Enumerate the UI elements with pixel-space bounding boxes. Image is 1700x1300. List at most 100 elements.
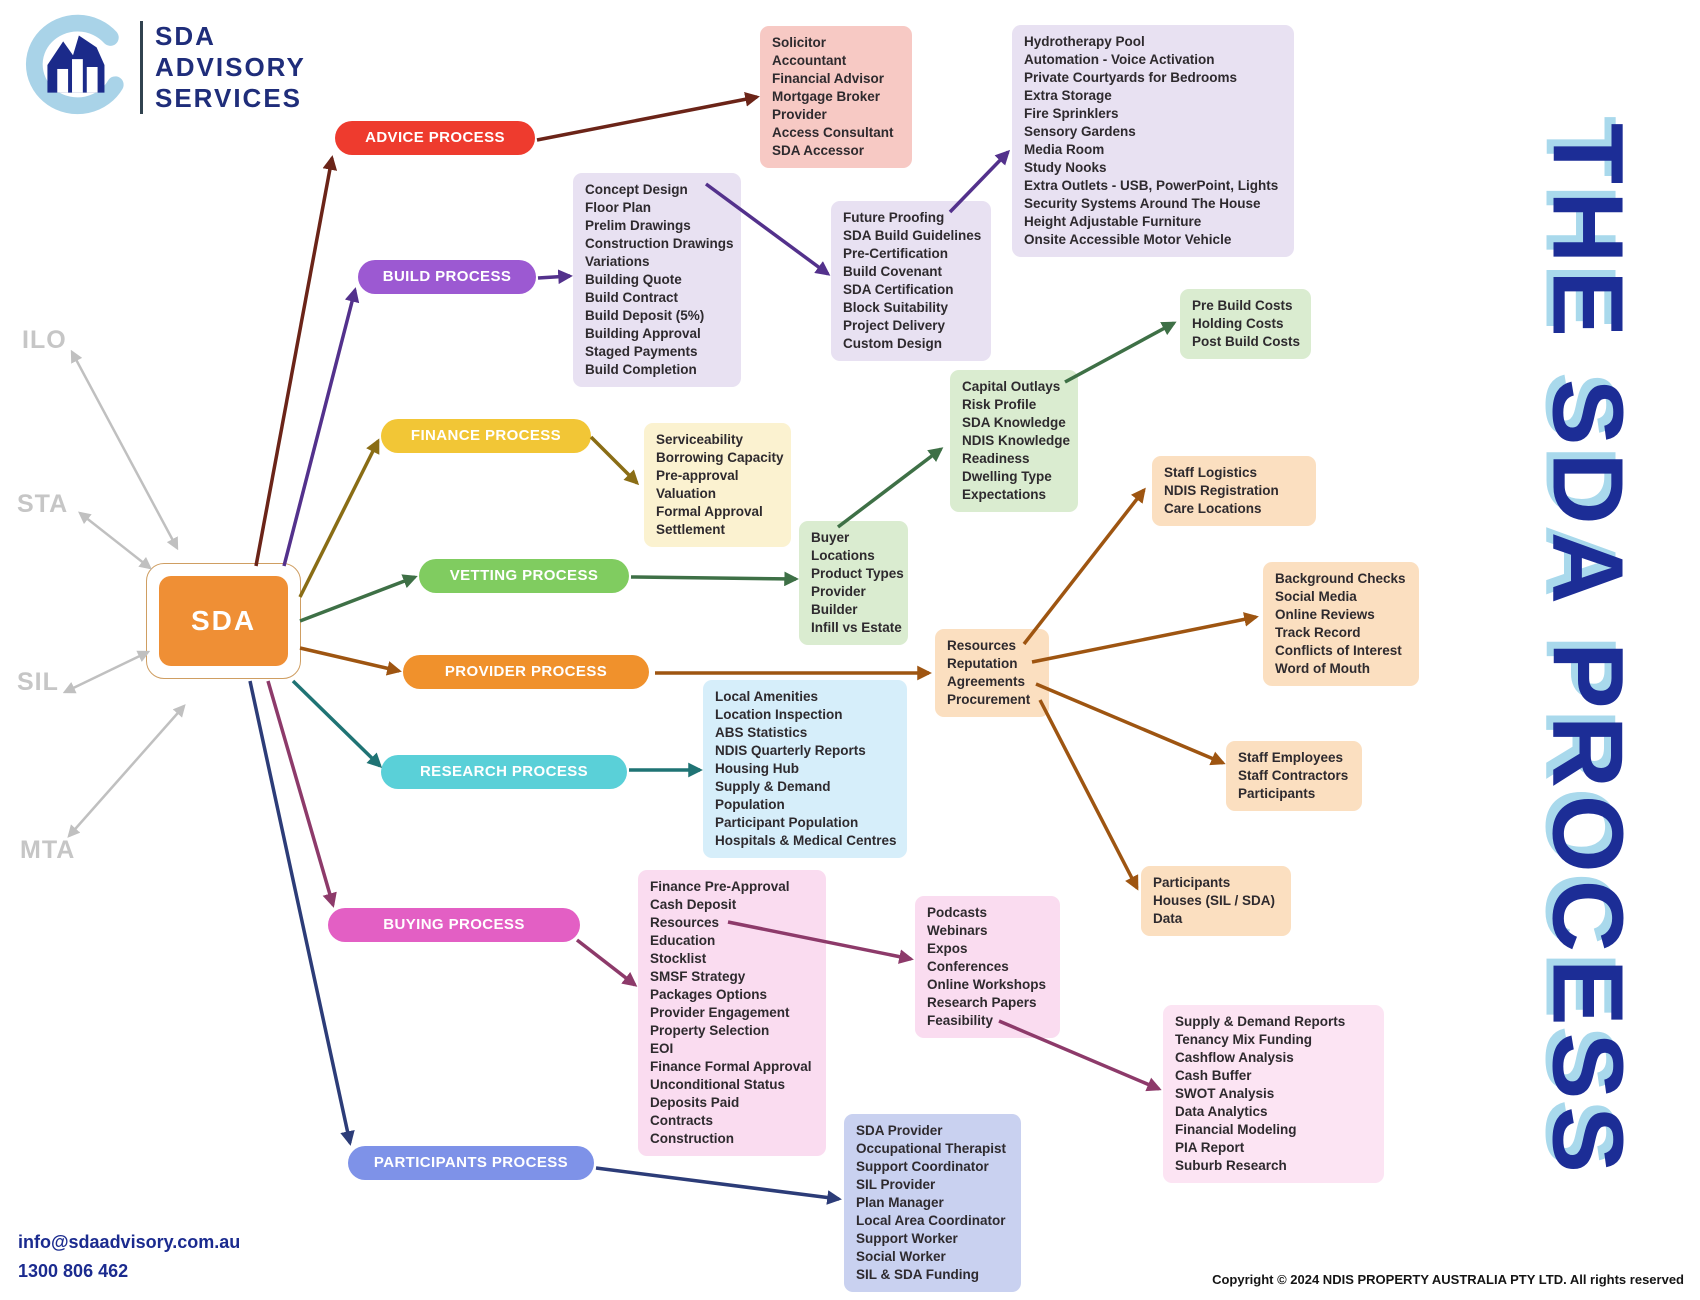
list-item: Property Selection [650,1023,770,1038]
list-item: SWOT Analysis [1175,1086,1275,1101]
list-item: Pre-approval [656,468,739,483]
list-item: SDA Provider [856,1123,943,1138]
list-item: Online Workshops [927,977,1047,992]
list-item: SDA Knowledge [962,415,1066,430]
list-item: Contracts [650,1113,714,1128]
list-item: Podcasts [927,905,988,920]
arrow-capital-prebuild [1064,321,1177,384]
list-item: Study Nooks [1024,160,1107,175]
list-item: Supply & Demand [715,779,831,794]
list-item: Deposits Paid [650,1095,740,1110]
list-item: Support Worker [856,1231,958,1246]
list-item: Provider Engagement [650,1005,790,1020]
list-item: Financial Modeling [1175,1122,1297,1137]
arrow-build-list [537,269,573,285]
arrow-finance-list [589,435,640,486]
list-item: Formal Approval [656,504,763,519]
list-item: Staff Employees [1238,750,1344,765]
list-item: Stocklist [650,951,707,966]
list-item: Finance Formal Approval [650,1059,812,1074]
list-item: Variations [585,254,650,269]
list-item: Data Analytics [1175,1104,1268,1119]
list-item: Participant Population [715,815,859,830]
arrow-advice-list [536,92,760,142]
list-item: Research Papers [927,995,1037,1010]
arrow-resources-stafflogistics [1022,487,1146,646]
list-item: Resources [650,915,720,930]
arrow-sda-buying [266,680,337,908]
list-item: Capital Outlays [962,379,1061,394]
list-item: Social Media [1275,589,1357,604]
list-item: PIA Report [1175,1140,1245,1155]
list-item: Background Checks [1275,571,1406,586]
list-item: Staged Payments [585,344,698,359]
list-item: NDIS Knowledge [962,433,1071,448]
sda-center-label: SDA [159,576,288,666]
arrow-vetting-list [630,571,799,587]
list-item: Buyer [811,530,850,545]
arrow-sda-provider [299,646,402,676]
list-item: Settlement [656,522,726,537]
list-item: Conflicts of Interest [1275,643,1402,658]
list-item: Expos [927,941,968,956]
list-item: Tenancy Mix Funding [1175,1032,1313,1047]
process-pill-advice[interactable]: ADVICE PROCESS [335,121,535,155]
list-item: Access Consultant [772,125,894,140]
list-item: Staff Contractors [1238,768,1349,783]
list-item: Construction Drawings [585,236,734,251]
list-item: Education [650,933,716,948]
side-label-ilo: ILO [22,326,67,354]
list-item: Locations [811,548,875,563]
list-item: SDA Accessor [772,143,865,158]
arrow-sda-vetting [299,574,418,623]
process-pill-research[interactable]: RESEARCH PROCESS [381,755,627,789]
logo: SDA ADVISORY SERVICES [14,8,306,126]
logo-line-3: SERVICES [155,82,303,113]
process-pill-vetting[interactable]: VETTING PROCESS [419,559,629,593]
contact-email[interactable]: info@sdaadvisory.com.au [18,1232,241,1252]
list-item: SIL Provider [856,1177,936,1192]
list-item: Staff Logistics [1164,465,1258,480]
list-item: Feasibility [927,1013,994,1028]
process-pill-finance[interactable]: FINANCE PROCESS [381,419,591,453]
list-item: Extra Storage [1024,88,1112,103]
list-item: NDIS Quarterly Reports [715,743,866,758]
list-item: Word of Mouth [1275,661,1370,676]
list-item: Resources [947,638,1017,653]
process-pill-build[interactable]: BUILD PROCESS [358,260,536,294]
list-item: Build Covenant [843,264,943,279]
list-item: Plan Manager [856,1195,944,1210]
sda-center-node[interactable]: SDA [146,563,301,679]
arrow-procurement-participants [1038,699,1139,891]
list-item: Online Reviews [1275,607,1375,622]
process-pill-provider[interactable]: PROVIDER PROCESS [403,655,649,689]
process-pill-participants[interactable]: PARTICIPANTS PROCESS [348,1146,594,1180]
arrow-buyer-capital [836,447,944,529]
contact-phone[interactable]: 1300 806 462 [18,1261,129,1281]
list-item: Location Inspection [715,707,843,722]
list-item: Build Contract [585,290,678,305]
list-item: Product Types [811,566,904,581]
list-item: Data [1153,911,1183,926]
list-item: Cash Buffer [1175,1068,1252,1083]
process-pill-buying[interactable]: BUYING PROCESS [328,908,580,942]
list-item: Risk Profile [962,397,1037,412]
list-item: Reputation [947,656,1018,671]
list-item: SDA Build Guidelines [843,228,982,243]
list-item: Security Systems Around The House [1024,196,1261,211]
list-item: SMSF Strategy [650,969,746,984]
list-item: Agreements [947,674,1026,689]
list-item: Social Worker [856,1249,946,1264]
list-item: Cashflow Analysis [1175,1050,1294,1065]
list-item: Dwelling Type [962,469,1052,484]
